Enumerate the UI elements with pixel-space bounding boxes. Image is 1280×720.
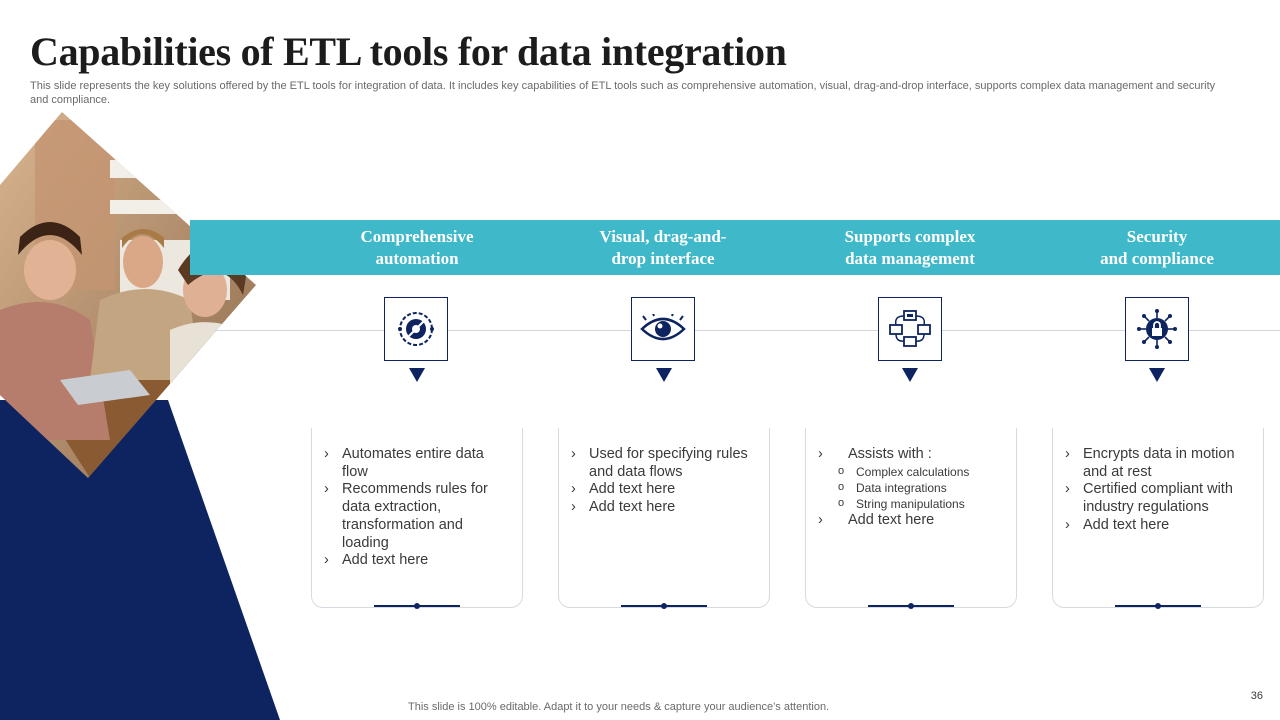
slide-subtitle: This slide represents the key solutions …	[30, 80, 1216, 106]
capability-card-interface: Used for specifying rules and data flows…	[558, 428, 770, 609]
sub-list-item: Complex calculations	[816, 463, 1006, 480]
column-heading-security: Security and compliance	[1100, 227, 1214, 268]
security-icon-box	[1125, 297, 1189, 361]
heading-band	[190, 220, 1280, 275]
automation-icon-box	[384, 297, 448, 361]
card-bottom-accent	[621, 603, 707, 609]
list-item: Add text here	[816, 512, 1006, 530]
slide-title: Capabilities of ETL tools for data integ…	[30, 29, 787, 74]
pointer-triangle	[902, 368, 918, 382]
list-item: Assists with :	[816, 446, 1006, 464]
list-item: Add text here	[569, 481, 759, 499]
list-item: Certified compliant with industry regula…	[1063, 481, 1253, 516]
eye-icon	[640, 314, 686, 341]
security-lock-icon	[1137, 309, 1177, 349]
capability-card-security: Encrypts data in motion and at rest Cert…	[1052, 428, 1264, 609]
pointer-triangle	[1149, 368, 1165, 382]
capability-card-automation: Automates entire data flow Recommends ru…	[311, 428, 523, 609]
list-item: Recommends rules for data extraction, tr…	[322, 481, 512, 552]
list-item: Automates entire data flow	[322, 446, 512, 481]
list-item: Add text here	[322, 552, 512, 570]
card-bottom-accent	[374, 603, 460, 609]
list-item: Encrypts data in motion and at rest	[1063, 446, 1253, 481]
sub-list-item: String manipulations	[816, 495, 1006, 512]
card-bottom-accent	[1115, 603, 1201, 609]
capability-card-data-management: Assists with : Complex calculations Data…	[805, 428, 1017, 609]
connector-line	[214, 330, 1280, 331]
data-management-icon-box	[878, 297, 942, 361]
column-heading-automation: Comprehensive automation	[360, 227, 474, 268]
column-heading-data-management: Supports complex data management	[844, 227, 976, 268]
footer-note: This slide is 100% editable. Adapt it to…	[408, 701, 830, 713]
automation-gear-icon	[398, 312, 434, 346]
interface-icon-box	[631, 297, 695, 361]
column-heading-interface: Visual, drag-and- drop interface	[599, 227, 727, 268]
network-computers-icon	[889, 310, 931, 347]
page-number: 36	[1250, 690, 1263, 702]
list-item: Add text here	[569, 499, 759, 517]
pointer-triangle	[409, 368, 425, 382]
list-item: Add text here	[1063, 517, 1253, 535]
card-bottom-accent	[868, 603, 954, 609]
pointer-triangle	[656, 368, 672, 382]
sub-list-item: Data integrations	[816, 479, 1006, 496]
list-item: Used for specifying rules and data flows	[569, 446, 759, 481]
